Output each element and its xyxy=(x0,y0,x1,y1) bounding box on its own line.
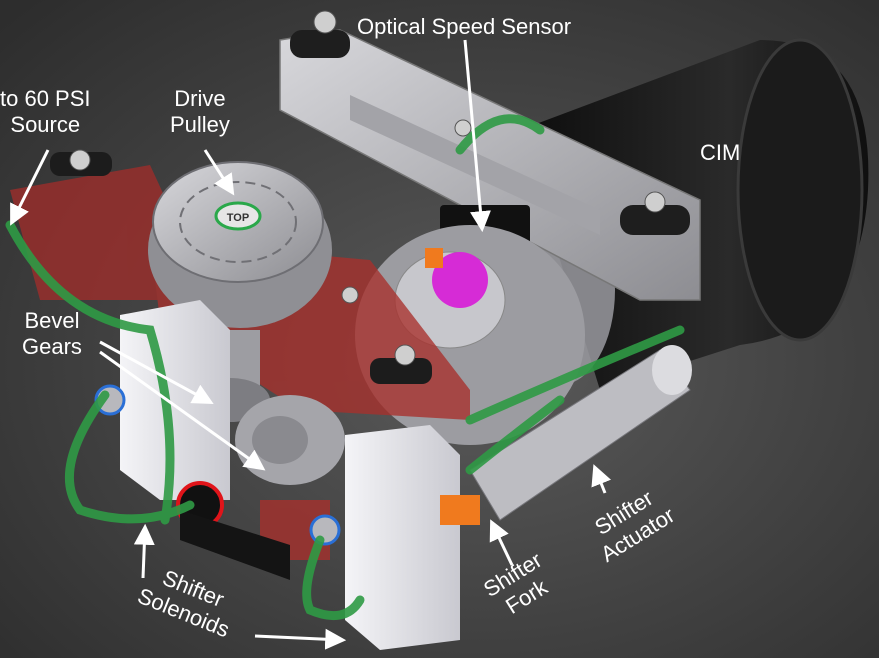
psi-source-label: to 60 PSI Source xyxy=(0,86,91,138)
bevel-gears-arrow-1 xyxy=(99,340,214,405)
bevel-gears-label: Bevel Gears xyxy=(22,308,82,360)
cim-label: CIM xyxy=(700,140,741,165)
psi-source-arrow xyxy=(10,149,50,226)
psi-source-line-2: Source xyxy=(10,111,81,137)
optical-sensor-arrow xyxy=(463,39,491,233)
optical-speed-sensor-label: Optical Speed Sensor xyxy=(357,14,571,40)
drive-pulley-label: Drive Pulley xyxy=(170,86,230,138)
drive-pulley-arrow xyxy=(203,149,235,196)
drive-pulley-line-2: Pulley xyxy=(170,111,230,137)
shifter-fork-arrow xyxy=(489,519,514,566)
optical-speed-sensor-text: Optical Speed Sensor xyxy=(357,14,572,39)
shifter-actuator-arrow xyxy=(591,464,611,494)
bevel-gears-part xyxy=(235,395,345,485)
bevel-gears-line-2: Gears xyxy=(22,333,82,359)
drive-pulley-line-1: Drive xyxy=(174,86,226,111)
solenoid-arrow-1 xyxy=(133,523,155,579)
shifter-actuator-cylinder xyxy=(440,345,692,525)
pulley-top-marking: TOP xyxy=(227,212,249,224)
bolts xyxy=(50,149,432,384)
bevel-gears-line-1: Bevel xyxy=(24,308,80,333)
solenoid-arrow-2 xyxy=(254,628,347,650)
shifter-hub xyxy=(432,252,488,308)
shifter-fork-part xyxy=(440,495,480,525)
pneumatic-tubing xyxy=(5,114,685,621)
label-arrows xyxy=(10,39,611,650)
mounting-blocks xyxy=(120,300,460,650)
bevel-gears-arrow-2 xyxy=(99,350,266,471)
sensor-bracket xyxy=(279,10,701,301)
psi-source-line-1: to 60 PSI xyxy=(0,86,91,111)
